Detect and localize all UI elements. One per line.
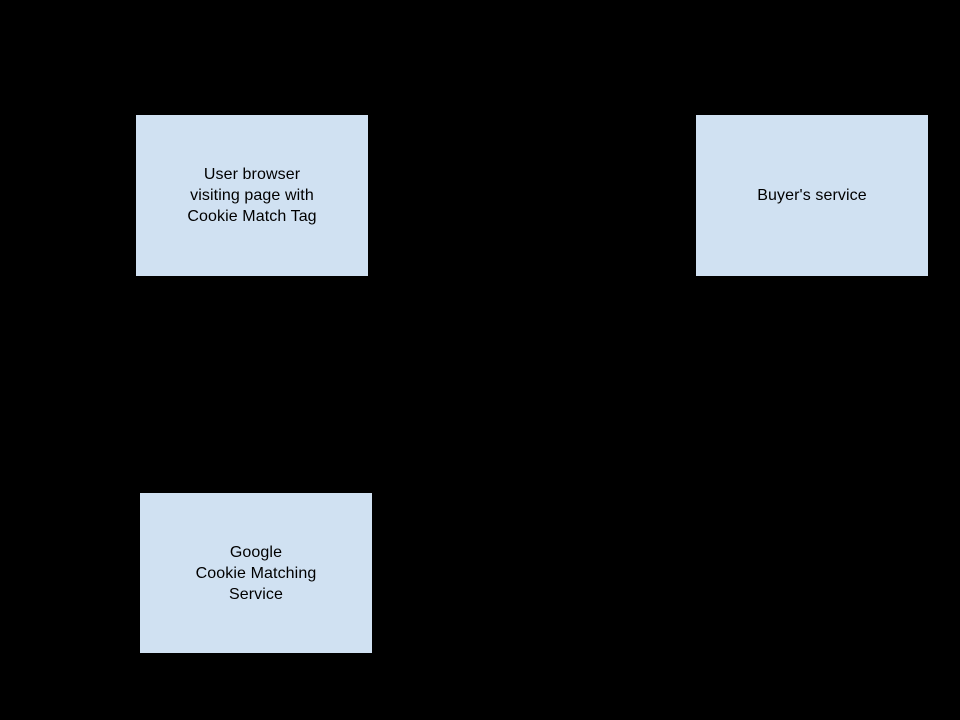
node-buyers-service[interactable]: Buyer's service — [696, 115, 928, 276]
node-user-browser-label: User browser visiting page with Cookie M… — [187, 166, 317, 225]
node-google-cookie-matching-service[interactable]: Google Cookie Matching Service — [140, 493, 372, 653]
node-buyers-service-label: Buyer's service — [757, 187, 867, 204]
node-user-browser[interactable]: User browser visiting page with Cookie M… — [136, 115, 368, 276]
node-google-cookie-matching-service-label: Google Cookie Matching Service — [195, 543, 317, 603]
